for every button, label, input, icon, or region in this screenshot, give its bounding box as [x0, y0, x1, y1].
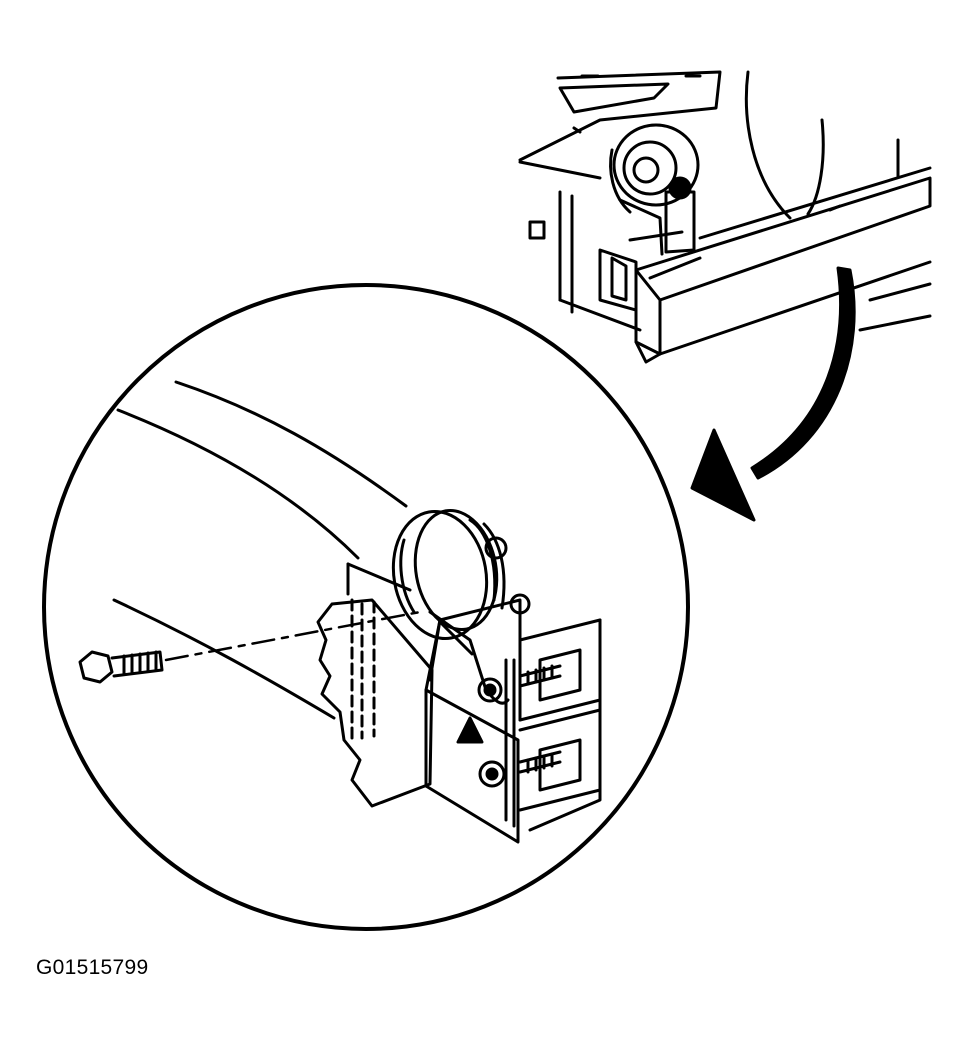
install-path-line	[164, 610, 422, 662]
detail-circle	[42, 283, 690, 931]
horn	[391, 509, 510, 705]
frame-rail	[112, 380, 408, 720]
mounting-bracket	[424, 593, 602, 844]
vehicle-frame-overview	[518, 70, 932, 364]
figure-id-label: G01515799	[36, 956, 149, 979]
callout-arrow	[690, 266, 856, 522]
frame-panel	[316, 562, 434, 808]
bolt	[78, 650, 164, 684]
